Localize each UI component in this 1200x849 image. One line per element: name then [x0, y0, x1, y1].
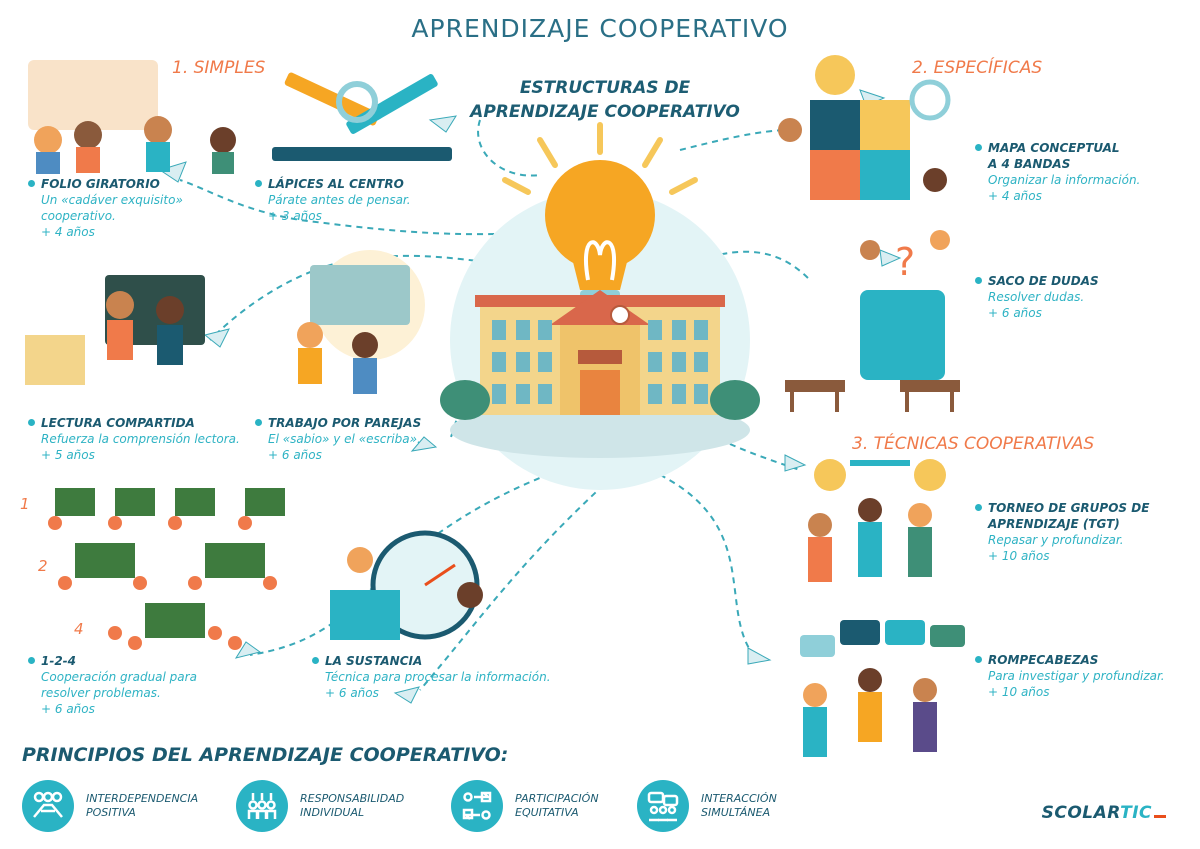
- item-lectura-compartida: LECTURA COMPARTIDA Refuerza la comprensi…: [28, 415, 268, 463]
- item-desc: Resolver dudas.: [988, 290, 1085, 304]
- item-desc: El «sabio» y el «escriba».: [268, 432, 421, 446]
- lectura-illustration: [25, 275, 205, 385]
- center-title-line-2: APRENDIZAJE COOPERATIVO: [470, 102, 740, 122]
- folio-illustration: [28, 60, 236, 174]
- item-desc: Organizar la información.: [988, 173, 1141, 187]
- item-title: TORNEO DE GRUPOS DE: [988, 501, 1150, 515]
- item-desc: resolver problemas.: [41, 686, 161, 700]
- item-age: + 4 años: [41, 225, 95, 239]
- center-title: ESTRUCTURAS DE APRENDIZAJE COOPERATIVO: [440, 76, 770, 124]
- bullet-dot: [28, 180, 35, 187]
- item-desc: Párate antes de pensar.: [268, 193, 411, 207]
- section-especificas: 2. ESPECÍFICAS: [912, 58, 1043, 78]
- logo-main: SCOLAR: [1041, 803, 1121, 823]
- item-title: LÁPICES AL CENTRO: [268, 177, 404, 191]
- item-desc: Repasar y profundizar.: [988, 533, 1124, 547]
- item-desc: cooperativo.: [41, 209, 116, 223]
- item-desc: Un «cadáver exquisito»: [41, 193, 183, 207]
- principle-label: INTERACCIÓN: [701, 792, 777, 805]
- item-mapa-conceptual: MAPA CONCEPTUAL A 4 BANDAS Organizar la i…: [975, 140, 1190, 204]
- chat-group-icon: [637, 780, 689, 832]
- saco-illustration: ?: [785, 230, 960, 412]
- scolartic-logo: SCOLARTIC: [1042, 803, 1166, 823]
- page-title: APRENDIZAJE COOPERATIVO: [411, 14, 789, 43]
- item-age: + 4 años: [988, 189, 1042, 203]
- bullet-dot: [312, 657, 319, 664]
- section-tecnicas: 3. TÉCNICAS COOPERATIVAS: [852, 434, 1095, 454]
- item-title: FOLIO GIRATORIO: [41, 177, 160, 191]
- step-number-1: 1: [20, 495, 30, 513]
- item-desc: Cooperación gradual para: [41, 670, 197, 684]
- item-desc: Refuerza la comprensión lectora.: [41, 432, 240, 446]
- bullet-dot: [975, 504, 982, 511]
- principle-label: INTERDEPENDENCIA: [86, 792, 199, 805]
- item-title-line-2: APRENDIZAJE (TGT): [988, 517, 1120, 531]
- principle-label-line-2: INDIVIDUAL: [300, 806, 365, 819]
- principle-label-line-2: POSITIVA: [86, 806, 136, 819]
- rompecabezas-illustration: [800, 620, 965, 757]
- mapa-illustration: [778, 55, 951, 200]
- item-folio-giratorio: FOLIO GIRATORIO Un «cadáver exquisito» c…: [28, 176, 268, 240]
- step-number-4: 4: [74, 620, 84, 638]
- item-age: + 6 años: [41, 702, 95, 716]
- item-title: 1-2-4: [41, 654, 77, 668]
- bullet-dot: [975, 144, 982, 151]
- item-age: + 6 años: [988, 306, 1042, 320]
- exchange-people-icon: [451, 780, 503, 832]
- item-title: ROMPECABEZAS: [988, 653, 1099, 667]
- principles-title: PRINCIPIOS DEL APRENDIZAJE COOPERATIVO:: [22, 744, 509, 766]
- raised-hands-icon: [236, 780, 288, 832]
- uno-dos-cuatro-illustration: [48, 488, 285, 650]
- item-age: + 5 años: [41, 448, 95, 462]
- bullet-dot: [28, 419, 35, 426]
- item-age: + 10 años: [988, 685, 1050, 699]
- svg-text:?: ?: [895, 240, 915, 284]
- handshake-team-icon: [22, 780, 74, 832]
- torneo-illustration: [808, 459, 946, 582]
- item-la-sustancia: LA SUSTANCIA Técnica para procesar la in…: [312, 653, 582, 701]
- central-illustration: [440, 122, 760, 490]
- item-title-line-2: A 4 BANDAS: [988, 157, 1071, 171]
- principle-label-line-2: SIMULTÁNEA: [701, 806, 771, 819]
- bullet-dot: [255, 180, 262, 187]
- item-title: TRABAJO POR PAREJAS: [268, 416, 422, 430]
- item-saco-de-dudas: SACO DE DUDAS Resolver dudas. + 6 años: [975, 273, 1190, 321]
- bullet-dot: [255, 419, 262, 426]
- center-title-line-1: ESTRUCTURAS DE: [519, 78, 691, 98]
- item-title: MAPA CONCEPTUAL: [988, 141, 1120, 155]
- item-rompecabezas: ROMPECABEZAS Para investigar y profundiz…: [975, 652, 1190, 700]
- bullet-dot: [975, 277, 982, 284]
- bullet-dot: [975, 656, 982, 663]
- item-torneo-tgt: TORNEO DE GRUPOS DE APRENDIZAJE (TGT) Rep…: [975, 500, 1190, 564]
- item-age: + 6 años: [268, 448, 322, 462]
- bullet-dot: [28, 657, 35, 664]
- item-title: SACO DE DUDAS: [988, 274, 1099, 288]
- principle-label-line-2: EQUITATIVA: [515, 806, 579, 819]
- item-1-2-4: 1-2-4 Cooperación gradual para resolver …: [28, 653, 268, 717]
- item-lapices-al-centro: LÁPICES AL CENTRO Párate antes de pensar…: [255, 176, 495, 224]
- item-title: LECTURA COMPARTIDA: [41, 416, 195, 430]
- item-desc: Para investigar y profundizar.: [988, 669, 1165, 683]
- logo-accent: TIC: [1120, 803, 1152, 823]
- parejas-illustration: [297, 250, 425, 394]
- logo-underscore: [1154, 815, 1166, 818]
- principle-label: RESPONSABILIDAD: [300, 792, 405, 805]
- lapices-illustration: [272, 72, 452, 161]
- sustancia-illustration: [330, 530, 483, 640]
- item-trabajo-por-parejas: TRABAJO POR PAREJAS El «sabio» y el «esc…: [255, 415, 495, 463]
- step-number-2: 2: [38, 557, 48, 575]
- section-simples: 1. SIMPLES: [172, 58, 266, 78]
- item-age: + 6 años: [325, 686, 379, 700]
- item-age: + 3 años: [268, 209, 322, 223]
- item-title: LA SUSTANCIA: [325, 654, 423, 668]
- principle-label: PARTICIPACIÓN: [515, 792, 599, 805]
- item-age: + 10 años: [988, 549, 1050, 563]
- item-desc: Técnica para procesar la información.: [325, 670, 551, 684]
